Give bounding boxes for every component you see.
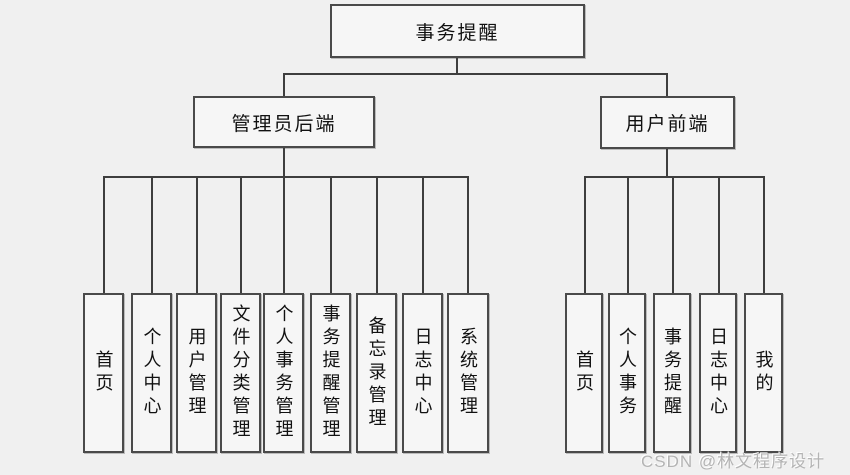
connector-admin-leaf-1 xyxy=(103,176,105,293)
node-admin-reminder-mgmt: 事务提醒管理 xyxy=(310,293,351,453)
connector-admin-leaf-5 xyxy=(283,176,285,293)
connector-admin-leaf-8 xyxy=(422,176,424,293)
connector-admin-hbar xyxy=(103,176,469,178)
connector-user-hbar xyxy=(584,176,765,178)
node-admin-personal-affairs-mgmt-label: 个人事务管理 xyxy=(273,304,294,442)
node-admin-personal-center: 个人中心 xyxy=(131,293,172,453)
watermark: CSDN @林文程序设计 xyxy=(641,452,826,471)
connector-user-leaf-3 xyxy=(672,176,674,293)
node-user-frontend: 用户前端 xyxy=(600,96,735,149)
node-admin-file-category-mgmt: 文件分类管理 xyxy=(220,293,261,453)
node-admin-user-mgmt-label: 用户管理 xyxy=(186,327,207,419)
node-admin-reminder-mgmt-label: 事务提醒管理 xyxy=(320,304,341,442)
connector-user-leaf-2 xyxy=(627,176,629,293)
node-admin-system-mgmt: 系统管理 xyxy=(447,293,489,453)
connector-user-leaf-4 xyxy=(718,176,720,293)
node-user-home: 首页 xyxy=(565,293,603,453)
connector-root-stub xyxy=(456,58,458,74)
node-admin-backend: 管理员后端 xyxy=(193,96,375,148)
node-admin-memo-mgmt: 备忘录管理 xyxy=(356,293,397,453)
node-user-log-center: 日志中心 xyxy=(699,293,737,453)
connector-drop-user xyxy=(666,73,668,96)
node-user-log-center-label: 日志中心 xyxy=(708,327,728,419)
node-admin-memo-mgmt-label: 备忘录管理 xyxy=(366,315,387,431)
node-user-reminder-label: 事务提醒 xyxy=(662,327,682,419)
connector-admin-leaf-3 xyxy=(196,176,198,293)
node-user-home-label: 首页 xyxy=(574,350,594,396)
connector-admin-leaf-6 xyxy=(330,176,332,293)
node-user-reminder: 事务提醒 xyxy=(653,293,691,453)
connector-root-hbar xyxy=(283,73,668,75)
node-root-label: 事务提醒 xyxy=(415,22,500,44)
connector-admin-leaf-4 xyxy=(240,176,242,293)
connector-admin-leaf-2 xyxy=(151,176,153,293)
connector-user-leaf-1 xyxy=(584,176,586,293)
node-user-mine: 我的 xyxy=(744,293,783,453)
connector-admin-leaf-7 xyxy=(376,176,378,293)
node-admin-home-label: 首页 xyxy=(93,350,114,396)
node-admin-personal-affairs-mgmt: 个人事务管理 xyxy=(263,293,304,453)
connector-user-stub xyxy=(666,149,668,178)
node-user-mine-label: 我的 xyxy=(753,350,774,396)
node-admin-personal-center-label: 个人中心 xyxy=(141,327,162,419)
node-admin-backend-label: 管理员后端 xyxy=(231,113,337,135)
connector-admin-leaf-9 xyxy=(467,176,469,293)
node-user-personal-affairs: 个人事务 xyxy=(608,293,646,453)
node-admin-user-mgmt: 用户管理 xyxy=(176,293,217,453)
node-admin-log-center-label: 日志中心 xyxy=(412,327,433,419)
node-user-frontend-label: 用户前端 xyxy=(625,114,710,135)
node-root: 事务提醒 xyxy=(330,4,585,58)
node-admin-home: 首页 xyxy=(83,293,124,453)
node-admin-system-mgmt-label: 系统管理 xyxy=(458,327,478,419)
connector-user-leaf-5 xyxy=(763,176,765,293)
connector-drop-admin xyxy=(283,73,285,96)
connector-admin-stub xyxy=(283,148,285,178)
node-admin-log-center: 日志中心 xyxy=(402,293,443,453)
node-admin-file-category-mgmt-label: 文件分类管理 xyxy=(230,304,251,442)
node-user-personal-affairs-label: 个人事务 xyxy=(617,327,637,419)
